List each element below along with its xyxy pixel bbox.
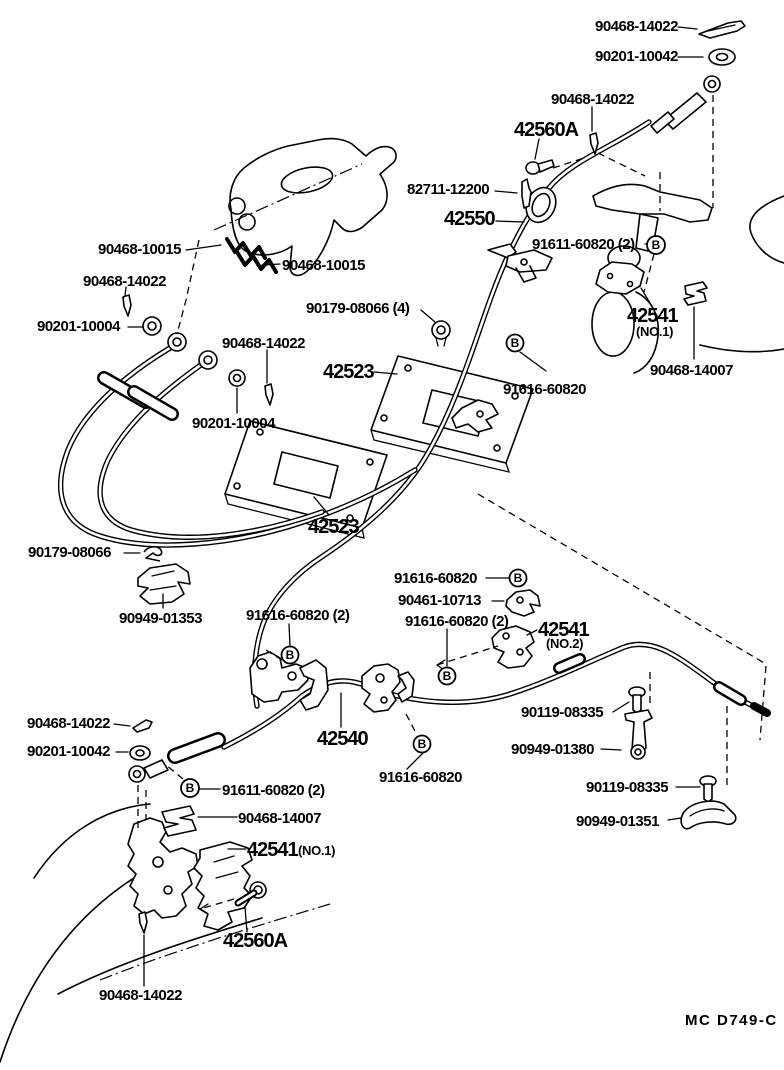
svg-text:B: B: [511, 336, 520, 350]
spring-clips: [225, 237, 278, 274]
part-label-90468-14022-top: 90468-14022: [595, 18, 678, 35]
part-label-90949-01351: 90949-01351: [576, 813, 659, 830]
part-label-90201-10004-b: 90201-10004: [192, 415, 275, 432]
part-label-42541-top-no: (NO.1): [636, 324, 674, 339]
part-label-90468-14022-low: 90468-14022: [99, 987, 182, 1004]
part-label-90468-14007-bl: 90468-14007: [238, 810, 321, 827]
leader-lines: [113, 26, 704, 987]
car-body-rear: [591, 195, 784, 374]
part-label-42541-bottom-no: (NO.1): [298, 843, 336, 858]
fastener-icons: [122, 20, 746, 934]
part-label-90468-14022-pin: 90468-14022: [551, 91, 634, 108]
circled-b-marker: B: [280, 645, 300, 665]
cable-42540: [128, 641, 771, 783]
cable-brackets: [249, 589, 541, 713]
cable-guide-ring: [487, 178, 557, 283]
dashed-lines: [137, 95, 767, 914]
svg-text:B: B: [443, 669, 452, 683]
part-label-90468-10015-a: 90468-10015: [98, 241, 181, 258]
part-label-90468-14022-b: 90468-14022: [222, 335, 305, 352]
part-label-91616-60820-r1: 91616-60820: [394, 570, 477, 587]
part-label-42550: 42550: [444, 208, 496, 230]
svg-text:B: B: [514, 571, 523, 585]
part-label-42541-top: 42541: [627, 305, 679, 327]
circled-b-marker: B: [437, 666, 457, 686]
car-body-front: [0, 803, 331, 1063]
part-label-90461-10713: 90461-10713: [398, 592, 481, 609]
part-label-90201-10004-a: 90201-10004: [37, 318, 120, 335]
svg-text:B: B: [652, 238, 661, 252]
upper-bracket-assembly: [592, 183, 713, 306]
svg-text:B: B: [286, 648, 295, 662]
part-label-91616-60820-r2: 91616-60820 (2): [405, 613, 509, 630]
part-label-91611-60820-bl: 91611-60820 (2): [222, 782, 325, 799]
part-label-90119-08335-a: 90119-08335: [521, 704, 604, 721]
lever-housing: [213, 137, 397, 277]
part-label-42560a-top: 42560A: [514, 119, 579, 141]
diagram-code: MC D749-C: [685, 1012, 778, 1029]
svg-text:B: B: [186, 781, 195, 795]
part-label-90949-01380: 90949-01380: [511, 741, 594, 758]
svg-text:B: B: [418, 737, 427, 751]
part-label-90179-08066: 90179-08066: [28, 544, 111, 561]
part-label-90949-01353: 90949-01353: [119, 610, 202, 627]
circled-b-marker: B: [508, 568, 528, 588]
front-cables: [58, 332, 499, 548]
part-label-42541-bottom: 42541: [247, 839, 299, 861]
part-label-42540: 42540: [317, 728, 369, 750]
part-label-91616-60820-mid: 91616-60820: [503, 381, 586, 398]
part-label-91611-60820-top: 91611-60820 (2): [532, 236, 635, 253]
part-label-90179-08066-4: 90179-08066 (4): [306, 300, 410, 317]
part-label-91616-60820-l: 91616-60820 (2): [246, 607, 350, 624]
part-label-42523-a: 42523: [323, 361, 375, 383]
part-label-42541-no2: 42541: [538, 619, 590, 641]
part-label-90468-14007-top: 90468-14007: [650, 362, 733, 379]
part-label-42523-b: 42523: [308, 516, 360, 538]
part-label-90201-10042-top: 90201-10042: [595, 48, 678, 65]
part-label-82711-12200: 82711-12200: [407, 181, 490, 198]
part-label-42560a-bottom: 42560A: [223, 930, 288, 952]
circled-b-marker: B: [646, 235, 666, 255]
damper-and-clip: [137, 546, 191, 605]
lower-bracket-assembly: [127, 805, 267, 931]
circled-b-marker: B: [505, 333, 525, 353]
part-label-90119-08335-b: 90119-08335: [586, 779, 669, 796]
part-label-90468-10015-b: 90468-10015: [282, 257, 365, 274]
part-label-90468-14022-bl: 90468-14022: [27, 715, 110, 732]
part-label-42541-no2-sub: (NO.2): [546, 636, 584, 651]
part-label-91616-60820-low: 91616-60820: [379, 769, 462, 786]
part-label-90468-14022-a: 90468-14022: [83, 273, 166, 290]
circled-b-marker: B: [180, 778, 200, 798]
part-label-90201-10042-bl: 90201-10042: [27, 743, 110, 760]
circled-b-marker: B: [412, 734, 432, 754]
